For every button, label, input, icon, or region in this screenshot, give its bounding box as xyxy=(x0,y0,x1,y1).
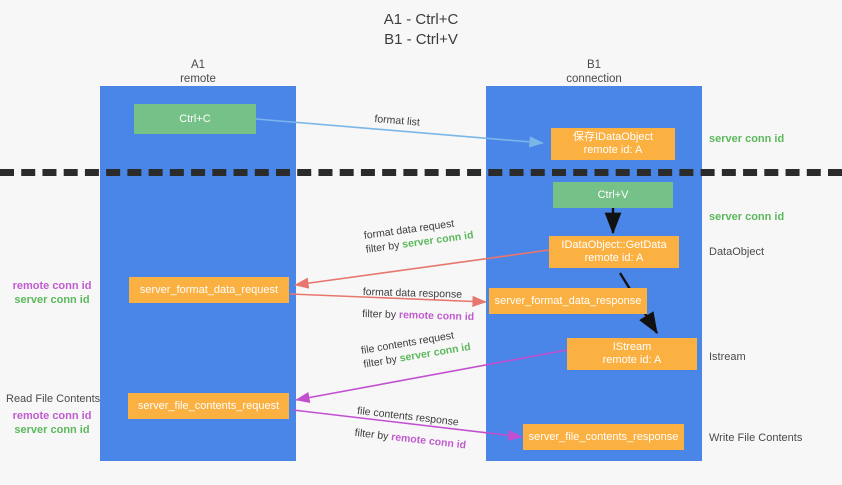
box-ctrl-v[interactable]: Ctrl+V xyxy=(553,182,673,208)
annotation-format-conn-ids: remote conn id server conn id xyxy=(8,279,96,307)
annotation-dataobject: DataObject xyxy=(709,246,765,258)
lane-b1-name: B1 xyxy=(586,59,602,71)
label-format-data-request: format data request filter by server con… xyxy=(363,214,474,256)
title-line-1: A1 - Ctrl+C xyxy=(383,11,459,28)
annotation-format-remote-conn-id: remote conn id xyxy=(12,280,92,292)
annotation-format-server-conn-id: server conn id xyxy=(14,294,90,306)
annotation-server-conn-id-2: server conn id xyxy=(709,211,785,223)
box-server-format-data-response[interactable]: server_format_data_response xyxy=(489,288,647,314)
label-format-data-response-line2: filter by remote conn id xyxy=(362,307,474,324)
box-server-file-contents-request[interactable]: server_file_contents_request xyxy=(128,393,289,419)
box-ctrl-c[interactable]: Ctrl+C xyxy=(134,104,256,134)
box-istream-line2: remote id: A xyxy=(602,354,662,366)
label-file-contents-response-filter-prefix: filter by xyxy=(354,426,392,443)
lane-header-b1: B1 connection xyxy=(486,58,702,86)
box-getdata-line2: remote id: A xyxy=(584,252,644,264)
box-server-format-data-request-label: server_format_data_request xyxy=(139,283,279,296)
annotation-file-server-conn-id: server conn id xyxy=(14,424,90,436)
box-server-file-contents-response[interactable]: server_file_contents_response xyxy=(523,424,684,450)
lane-a1-sub: remote xyxy=(180,73,216,85)
annotation-write-file-contents: Write File Contents xyxy=(709,432,803,444)
annotation-file-remote-conn-id: remote conn id xyxy=(12,410,92,422)
box-server-file-contents-response-label: server_file_contents_response xyxy=(528,430,679,443)
box-idataobject-getdata[interactable]: IDataObject::GetData remote id: A xyxy=(549,236,679,268)
title-line-2: B1 - Ctrl+V xyxy=(384,31,458,48)
box-ctrl-v-label: Ctrl+V xyxy=(597,188,629,201)
label-file-contents-response-line1: file contents response xyxy=(356,404,460,429)
box-save-idataobject[interactable]: 保存IDataObject remote id: A xyxy=(551,128,675,160)
label-file-contents-request: file contents request filter by server c… xyxy=(360,326,472,372)
lane-a1-name: A1 xyxy=(190,59,206,71)
lane-b1-sub: connection xyxy=(566,73,622,85)
annotation-read-file-contents: Read File Contents xyxy=(6,393,101,405)
annotation-istream: Istream xyxy=(709,351,746,363)
box-getdata-line1: IDataObject::GetData xyxy=(561,239,667,251)
dashed-separator xyxy=(0,169,842,176)
box-server-format-data-request[interactable]: server_format_data_request xyxy=(129,277,289,303)
label-format-data-response-filter-prefix: filter by xyxy=(362,307,400,322)
annotation-file-conn-ids: Read File Contents remote conn id server… xyxy=(6,392,101,437)
box-istream-line1: IStream xyxy=(612,341,652,353)
label-file-contents-response-filter-value: remote conn id xyxy=(390,431,467,452)
label-format-data-request-filter-prefix: filter by xyxy=(365,238,404,256)
diagram-title: A1 - Ctrl+C B1 - Ctrl+V xyxy=(0,10,842,50)
box-istream[interactable]: IStream remote id: A xyxy=(567,338,697,370)
box-save-idataobject-line1: 保存IDataObject xyxy=(572,131,654,143)
box-server-file-contents-request-label: server_file_contents_request xyxy=(137,399,280,412)
box-save-idataobject-line2: remote id: A xyxy=(583,144,643,156)
box-ctrl-c-label: Ctrl+C xyxy=(179,112,211,125)
box-server-format-data-response-label: server_format_data_response xyxy=(494,294,642,307)
label-format-data-response-filter-value: remote conn id xyxy=(398,309,475,324)
label-file-contents-response-line2: filter by remote conn id xyxy=(354,426,467,453)
label-file-contents-response: file contents response filter by remote … xyxy=(354,404,469,452)
label-format-data-response: format data response filter by remote co… xyxy=(362,285,475,324)
label-format-data-response-line1: format data response xyxy=(362,285,463,301)
annotation-server-conn-id-1: server conn id xyxy=(709,133,785,145)
lane-header-a1: A1 remote xyxy=(100,58,296,86)
label-format-list: format list xyxy=(373,112,421,129)
